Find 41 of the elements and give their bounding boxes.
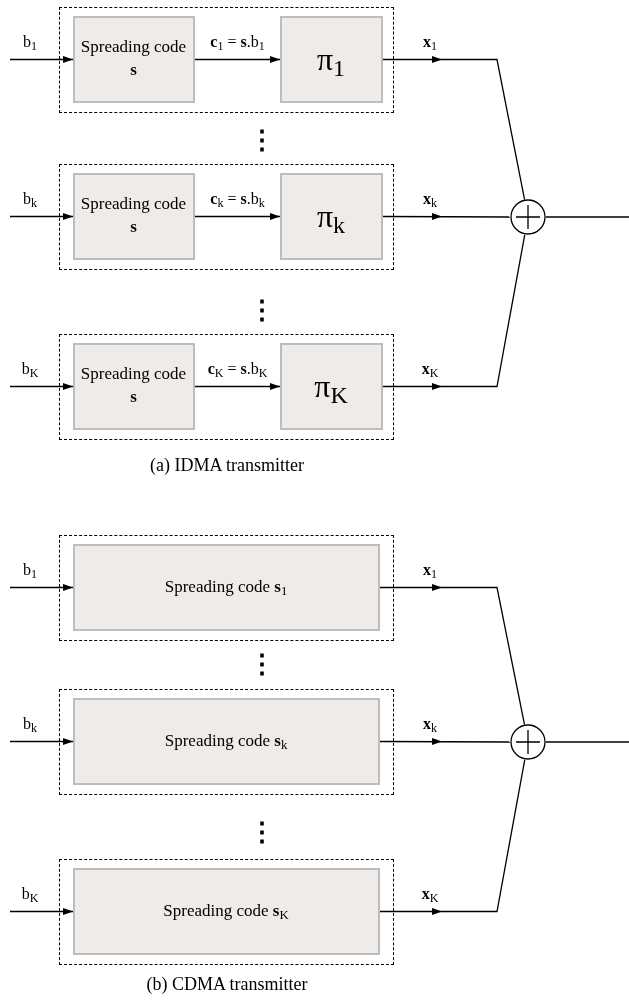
block-label: Spreading code s xyxy=(79,363,188,408)
edge-label: b$_{k}$ xyxy=(21,715,39,732)
spreading-code-box xyxy=(72,867,380,955)
dashed-frame xyxy=(59,535,394,641)
block-label: Spreading code s$_{k}$ xyxy=(163,729,289,753)
adder-circle xyxy=(510,724,546,760)
edge-label: b$_{k}$ xyxy=(21,190,39,207)
ellipsis-dots: ⋮ xyxy=(249,652,275,678)
interleaver-symbol: π$_{1}$ xyxy=(316,43,346,75)
block-label: Spreading code s$_{1}$ xyxy=(163,575,289,599)
adder-circle xyxy=(510,199,546,235)
caption: (a) IDMA transmitter xyxy=(150,456,304,474)
dashed-frame xyxy=(59,164,394,270)
block-label: Spreading code s xyxy=(79,36,188,81)
block-label: Spreading code s$_{K}$ xyxy=(162,899,290,923)
interleaver-box xyxy=(279,15,383,103)
interleaver-box xyxy=(279,172,383,260)
edge-label: b$_{K}$ xyxy=(19,885,41,902)
spreading-code-box xyxy=(72,543,380,631)
ellipsis-dots: ⋮ xyxy=(249,298,275,324)
edge-label: c$_{K}$ = s.b$_{K}$ xyxy=(205,360,270,377)
dashed-frame xyxy=(59,7,394,113)
dashed-frame xyxy=(59,859,394,965)
interleaver-symbol: π$_{k}$ xyxy=(316,200,346,232)
spreading-code-box xyxy=(72,342,195,430)
interleaver-box xyxy=(279,342,383,430)
edge-label: b$_{K}$ xyxy=(19,360,41,377)
spreading-code-box xyxy=(72,697,380,785)
ellipsis-dots: ⋮ xyxy=(249,820,275,846)
ellipsis-dots: ⋮ xyxy=(249,128,275,154)
edge-label: c$_{1}$ = s.b$_{1}$ xyxy=(208,33,267,50)
dashed-frame xyxy=(59,334,394,440)
spreading-code-box xyxy=(72,172,195,260)
edge-label: b$_{1}$ xyxy=(21,561,39,578)
edge-label: b$_{1}$ xyxy=(21,33,39,50)
spreading-code-box xyxy=(72,15,195,103)
edge-label: c$_{k}$ = s.b$_{k}$ xyxy=(208,190,267,207)
block-label: Spreading code s xyxy=(79,193,188,238)
interleaver-symbol: π$_{K}$ xyxy=(314,370,348,402)
dashed-frame xyxy=(59,689,394,795)
caption: (b) CDMA transmitter xyxy=(146,975,308,993)
